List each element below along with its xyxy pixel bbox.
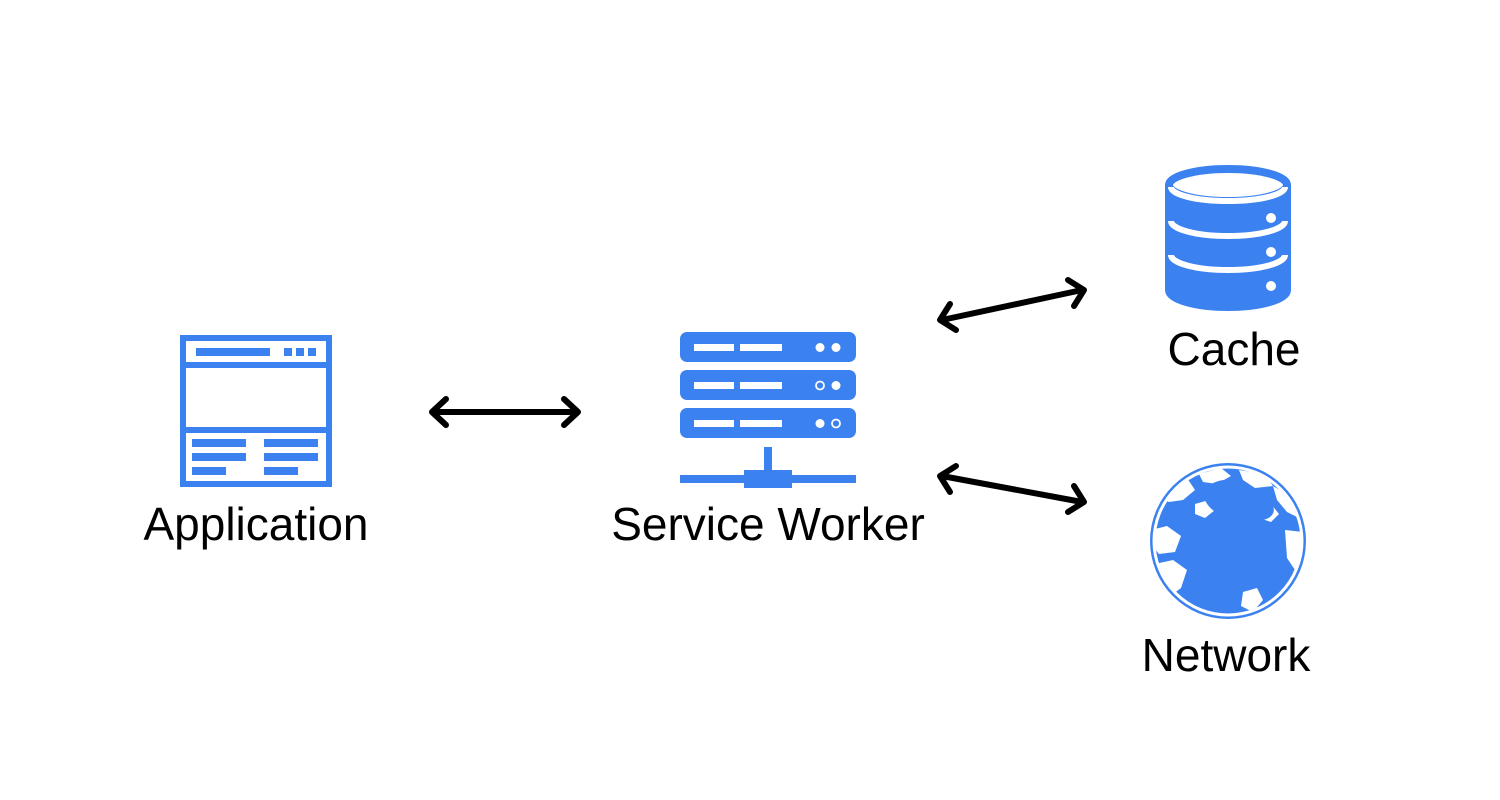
browser-window-icon bbox=[180, 335, 332, 487]
cache-label: Cache bbox=[1167, 323, 1301, 375]
service-worker-label: Service Worker bbox=[611, 498, 925, 550]
server-rack-icon bbox=[680, 332, 856, 490]
network-label: Network bbox=[1141, 629, 1311, 681]
application-label: Application bbox=[143, 498, 369, 550]
edge-service-worker-cache bbox=[930, 272, 1096, 338]
edge-service-worker-network bbox=[930, 460, 1096, 520]
edge-application-service-worker bbox=[420, 390, 590, 434]
database-icon bbox=[1163, 165, 1293, 313]
globe-icon bbox=[1147, 460, 1309, 622]
